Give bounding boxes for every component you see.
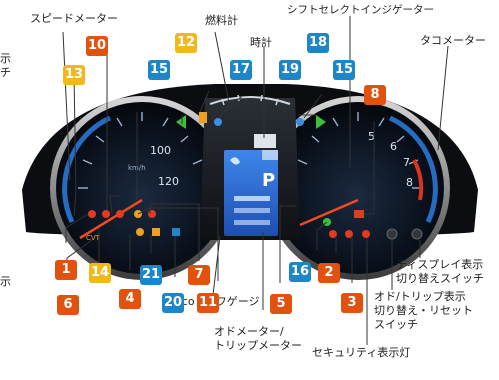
speedometer-label: スピードメーター [30,12,118,25]
odo-trip-knob [386,228,398,240]
badge-16: 16 [289,262,311,282]
display-switch-knob [411,228,423,240]
odometer-label: オドメーター/ トリップメーター [214,325,302,352]
leader-lines [62,16,449,345]
security-lamp-icon [362,230,370,238]
odo-switch-label: オド/トリップ表示 切り替え・リセット スイッチ [374,290,473,331]
shift-indicator-label: シフトセレクトインジゲーター [287,4,434,16]
badge-19: 19 [279,60,301,80]
badge-11: 11 [197,293,219,313]
clock-box [254,134,276,148]
badge-17: 17 [230,60,252,80]
eco-leaf-icon [230,157,240,165]
security-lamp-label: セキュリティ表示灯 [312,346,411,359]
high-beam-icon [296,118,304,126]
tachometer-needle [299,198,359,227]
badge-2: 2 [318,263,340,283]
fuel-warning-icon [199,112,207,123]
master-warning-icon [354,210,364,218]
speedometer-needle [79,198,143,240]
display-switch-label: ディスプレイ表示 切り替えスイッチ [396,258,484,285]
badge-18: 18 [307,33,329,53]
headlight-icon [214,118,222,126]
seatbelt-warning-icon [102,210,110,218]
center-display [224,150,278,236]
left-cutoff-label-2: チ [0,66,11,79]
abs-warning-icon [136,228,144,236]
tacho-label-8: 8 [406,176,413,189]
fuel-gauge-arc [209,96,291,105]
fuel-gauge-label: 燃料計 [205,14,238,27]
badge-6: 6 [57,295,79,315]
badge-10: 10 [86,36,108,56]
badge-7: 7 [188,265,210,285]
brake-warning-icon [88,210,96,218]
battery-warning-icon [148,210,156,218]
tachometer-label: タコメーター [420,34,486,47]
left-cutoff-label-1: 示 [0,52,11,65]
eco-indicator-icon [172,228,180,236]
badge-5: 5 [270,294,292,314]
badge-21: 21 [140,265,162,285]
badge-1: 1 [55,260,77,280]
clock-label: 時計 [250,36,272,49]
badge-14: 14 [89,263,111,283]
badge-3: 3 [341,293,363,313]
tacho-label-5: 5 [368,130,375,143]
speed-label-120: 120 [158,175,179,188]
tacho-label-7: 7 [403,156,410,169]
tachometer-face [272,102,444,274]
cvt-warning-text: CVT [86,234,101,242]
badge-15-left: 15 [148,60,170,80]
speed-label-100: 100 [150,144,171,157]
temp-warning-icon [345,230,353,238]
left-cutoff-label-3: 示 [0,275,11,288]
shift-position-p: P [262,170,275,191]
badge-12: 12 [175,33,197,53]
badge-20: 20 [162,293,184,313]
oil-warning-icon [152,228,160,236]
tacho-label-6: 6 [390,140,397,153]
right-turn-icon [316,115,326,129]
left-turn-icon [176,115,186,129]
door-warning-icon [329,230,337,238]
badge-15-right: 15 [333,60,355,80]
badge-13: 13 [63,65,85,85]
badge-8: 8 [364,85,386,105]
badge-4: 4 [119,289,141,309]
airbag-warning-icon [116,210,124,218]
